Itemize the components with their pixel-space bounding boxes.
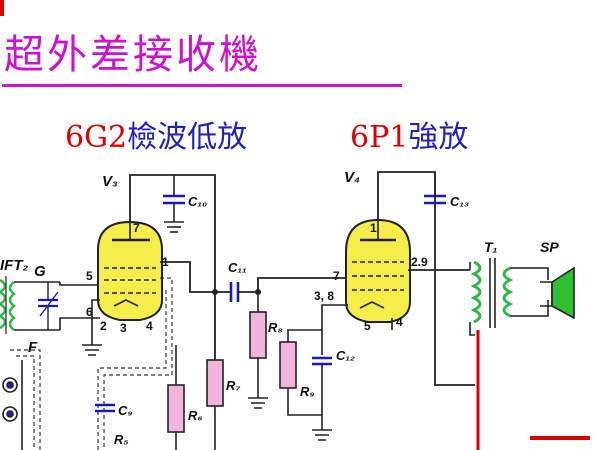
pin-v4-4: 4 <box>396 315 403 329</box>
label-g: G <box>34 263 46 280</box>
v3-shield-dashed <box>97 277 173 450</box>
r8-wire <box>248 292 268 409</box>
stage-role-detector-af: 檢波低放 <box>127 120 248 155</box>
input-wire-lower <box>59 317 100 330</box>
capacitor-c11 <box>229 282 240 302</box>
label-c13: C₁₃ <box>450 194 469 209</box>
pin-v3-3: 3 <box>120 321 127 335</box>
pin-v4-5: 5 <box>364 319 371 333</box>
label-v3: V₃ <box>102 173 118 190</box>
tuning-capacitor <box>38 282 59 330</box>
label-r8: R₈ <box>268 320 283 335</box>
capacitor-c13 <box>424 172 446 205</box>
tube-v4 <box>345 218 411 323</box>
heading-power-stage: 6P1強放 <box>350 112 468 156</box>
pin-v3-top: 7 <box>133 221 140 235</box>
label-c12: C₁₂ <box>336 348 355 363</box>
corner-red-mark <box>0 0 4 16</box>
r9-lower-wire <box>287 388 332 441</box>
label-t1: T₁ <box>484 239 498 255</box>
pin-v3-5: 5 <box>86 269 93 283</box>
v3-cathode-ground <box>82 299 102 356</box>
label-c11: C₁₁ <box>228 260 247 275</box>
capacitor-c12 <box>312 356 332 415</box>
pin-v3-6: 6 <box>86 305 93 319</box>
input-wire-to-grid <box>59 282 100 286</box>
capacitor-c9 <box>95 403 115 413</box>
label-c9: C₉ <box>118 403 133 418</box>
label-ift2: IFT₂ <box>0 257 28 274</box>
label-v4: V₄ <box>344 169 360 186</box>
phone-jack-upper <box>2 377 18 422</box>
v4-cathode-wire <box>287 304 348 355</box>
label-r7: R₇ <box>226 378 240 393</box>
diagram-title: 超外差接收機 <box>4 32 262 78</box>
pin-v3-4: 4 <box>146 319 153 333</box>
tube-type-6g2: 6G2 <box>65 120 128 155</box>
resistor-r9 <box>279 341 297 389</box>
tube-v3 <box>97 220 163 321</box>
stage-role-power-amp: 強放 <box>408 120 469 155</box>
v3-plate-supply <box>129 174 216 360</box>
pin-v4-grid: 7 <box>333 269 340 283</box>
shielded-lead-left <box>10 349 41 450</box>
label-r5: R₅ <box>114 432 129 447</box>
pin-v4-mid: 3, 8 <box>314 289 334 303</box>
label-f: F <box>28 339 38 356</box>
label-c10: C₁₀ <box>188 194 207 209</box>
capacitor-c10 <box>163 175 185 233</box>
resistor-r7 <box>206 359 224 407</box>
resistor-r8 <box>249 311 267 359</box>
speaker-sp <box>540 266 575 320</box>
heading-detector-stage: 6G2檢波低放 <box>65 112 247 156</box>
output-transformer-t1 <box>469 258 549 336</box>
pin-v3-2: 2 <box>100 319 107 333</box>
pin-v4-top: 1 <box>370 221 377 235</box>
pin-v4-out: 2.9 <box>411 255 428 269</box>
tube-type-6p1: 6P1 <box>350 120 409 155</box>
title-underline <box>2 84 402 87</box>
v3-plate-output <box>160 261 215 293</box>
ift2-transformer <box>0 276 60 334</box>
label-r6: R₆ <box>188 408 203 423</box>
label-sp: SP <box>540 239 559 255</box>
label-r9: R₉ <box>300 384 315 399</box>
resistor-r6 <box>167 384 185 433</box>
c11-wire-right <box>238 277 348 293</box>
pin-v3-1: 1 <box>162 255 169 269</box>
